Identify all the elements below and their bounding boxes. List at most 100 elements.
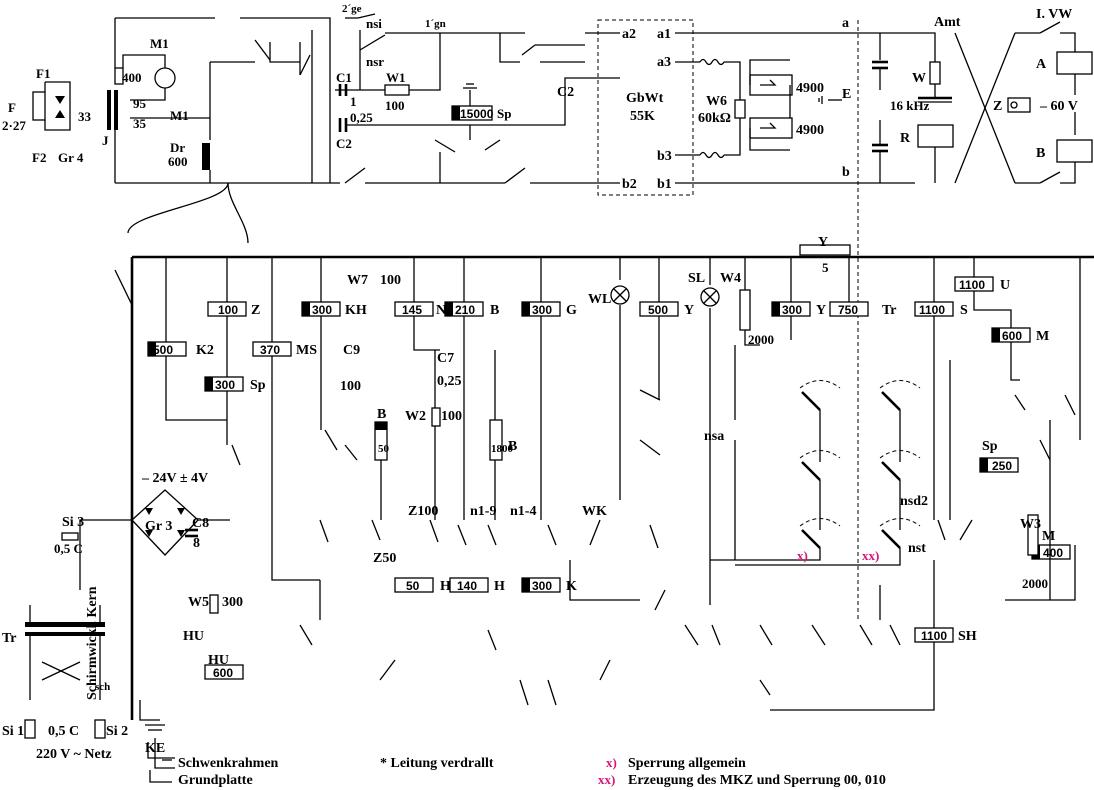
u-value: 1100 — [959, 278, 985, 292]
legend-xx-mark: xx) — [598, 772, 615, 787]
t33-label: 33 — [78, 109, 92, 124]
r-amt-label: R — [900, 131, 911, 146]
b1800-label: B — [508, 439, 517, 454]
h1-value: 50 — [406, 579, 420, 593]
h1-label: H — [440, 579, 451, 594]
hu-value: 600 — [213, 666, 233, 680]
u-rel-label: U — [1000, 278, 1010, 293]
d2-xx-mark: xx) — [862, 548, 879, 563]
f-value: 2·27 — [2, 118, 26, 133]
c2-label: C2 — [336, 136, 352, 151]
h2-label: H — [494, 579, 505, 594]
r4900a-label: 4900 — [796, 81, 824, 96]
z50-label: Z50 — [373, 551, 396, 566]
kern-label: Schirmwickl. Kern — [85, 586, 100, 700]
c7-label: C7 — [437, 351, 454, 366]
c8-value: 8 — [193, 536, 200, 551]
c2-value: 0,25 — [350, 110, 373, 125]
lower-circuit — [24, 182, 1094, 769]
z-value: 100 — [218, 303, 238, 317]
j-label: J — [102, 133, 109, 148]
w7-value: 100 — [380, 273, 401, 288]
g-label: G — [566, 303, 577, 318]
gr3-label: Gr 3 — [145, 519, 172, 534]
w-amt-label: W — [912, 71, 926, 86]
sp-mid-value: 300 — [215, 378, 235, 392]
gbwt-label: GbWt — [626, 91, 664, 106]
sh-value: 1100 — [921, 629, 947, 643]
nsi-label: nsi — [366, 16, 382, 31]
c2b-label: C2 — [557, 85, 574, 100]
a3-label: a3 — [657, 55, 671, 70]
tr-label: Tr — [2, 631, 17, 646]
h2-value: 140 — [457, 579, 477, 593]
b3-label: b3 — [657, 149, 672, 164]
w2-label: W2 — [405, 409, 426, 424]
n-label: N — [436, 303, 446, 318]
m-r-label: M — [1042, 529, 1055, 544]
y2-label: Y — [816, 303, 826, 318]
si3-value: 0,5 C — [54, 541, 83, 556]
w3-label: W3 — [1020, 517, 1041, 532]
s-value: 1100 — [919, 303, 945, 317]
ivw-label: I. VW — [1036, 7, 1072, 22]
sp-top-label: Sp — [497, 106, 511, 121]
z100-label: Z100 — [408, 504, 438, 519]
w4-value: 2000 — [748, 332, 774, 347]
t95-label: 95 — [133, 96, 147, 111]
m1-bottom-label: M1 — [170, 108, 189, 123]
n-value: 145 — [402, 303, 422, 317]
c9-label: C9 — [343, 343, 360, 358]
b-rel-label: B — [490, 303, 499, 318]
s-rel-label: S — [960, 303, 968, 318]
rel-a-label: A — [1036, 57, 1047, 72]
c1-label: C1 — [336, 70, 352, 85]
sp-mid-label: Sp — [250, 378, 266, 393]
b50-label: B — [377, 407, 386, 422]
sp-r-value: 250 — [992, 459, 1012, 473]
w6-value: 60kΩ — [698, 111, 731, 126]
rel-z-label: Z — [993, 99, 1002, 114]
a2-label: a2 — [622, 27, 636, 42]
legend-schwenk: Schwenkrahmen — [178, 756, 279, 771]
tr-value: 750 — [838, 303, 858, 317]
ms-label: MS — [296, 343, 317, 358]
k2-label: K2 — [196, 343, 214, 358]
w4-label: W4 — [720, 271, 741, 286]
b-rel-value: 210 — [455, 303, 475, 317]
y-top-label: Y — [818, 235, 828, 250]
rel-b-label: B — [1036, 146, 1045, 161]
b-label: b — [842, 165, 850, 180]
dr-label: Dr — [170, 140, 185, 155]
c9-value: 100 — [340, 379, 361, 394]
wk-label: WK — [582, 504, 607, 519]
nst-label: nst — [908, 541, 926, 556]
sl-label: SL — [688, 271, 705, 286]
y-rel-value: 500 — [648, 303, 668, 317]
b1800-value: 1800 — [491, 443, 514, 455]
w1-label: W1 — [386, 70, 406, 85]
d1-x-mark: x) — [797, 548, 808, 563]
w7-label: W7 — [347, 273, 368, 288]
y-top-value: 5 — [822, 260, 829, 275]
hu-rel-label: HU — [208, 653, 229, 668]
tr-rel-label: Tr — [882, 303, 897, 318]
legend-star: * Leitung verdrallt — [380, 756, 494, 771]
amt-label: Amt — [934, 15, 961, 30]
n19-label: n1-9 — [470, 504, 496, 519]
gr4-label: Gr 4 — [58, 150, 84, 165]
hu-label: HU — [183, 629, 204, 644]
z-label: Z — [251, 303, 260, 318]
kh-label: KH — [345, 303, 367, 318]
volt24-label: – 24V ± 4V — [141, 471, 208, 486]
b1-label: b1 — [657, 177, 672, 192]
k2-value: 500 — [153, 343, 173, 357]
legend-x-text: Sperrung allgemein — [628, 756, 746, 771]
khz-label: 16 kHz — [890, 98, 930, 113]
f1-label: F1 — [36, 66, 50, 81]
netz-label: 220 V ~ Netz — [36, 747, 112, 762]
w6-label: W6 — [706, 94, 727, 109]
nsa-label: nsa — [704, 429, 724, 444]
k-rel-label: K — [566, 579, 577, 594]
